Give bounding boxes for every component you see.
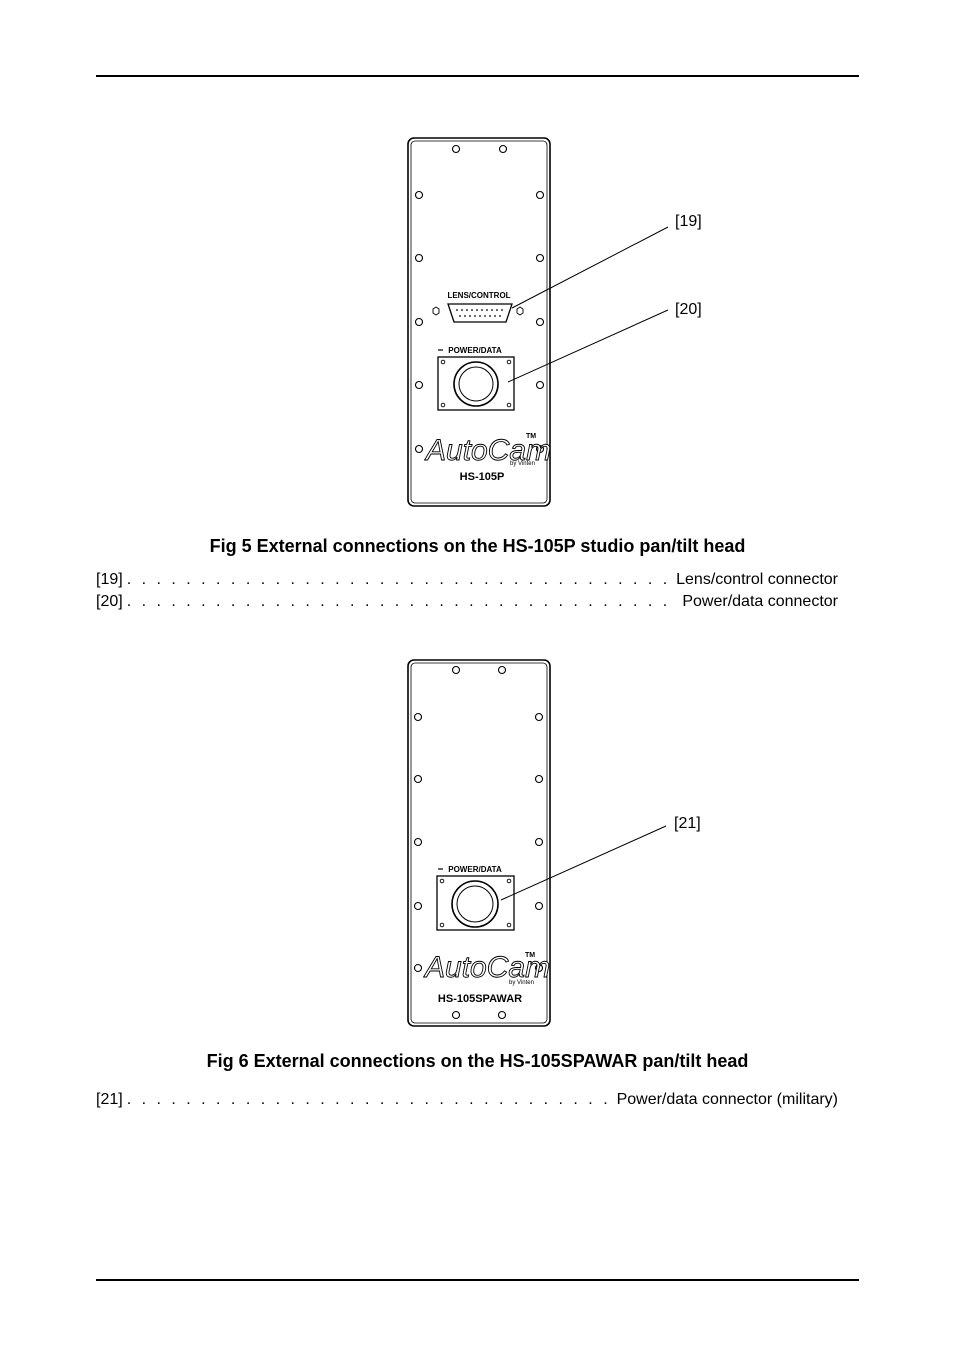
by-vinten-label: by Vinten [509, 980, 534, 986]
figure-5-diagram: LENS/CONTROL POWER/DATA AutoCam TM by Vi… [407, 137, 702, 507]
panel-outline [407, 659, 551, 1027]
callout-20: [20] [675, 301, 702, 318]
callout-line-20 [507, 309, 669, 383]
leader-dots: . . . . . . . . . . . . . . . . . . . . … [126, 593, 679, 610]
legend-description: Power/data connector [682, 593, 838, 610]
legend-ref: [19] [96, 571, 123, 588]
power-connector-plate [436, 875, 515, 931]
power-data-label: POWER/DATA [448, 346, 502, 355]
legend-ref: [21] [96, 1091, 123, 1108]
screw-holes [413, 665, 544, 1020]
trademark-mark: TM [525, 952, 535, 959]
by-vinten-label: by Vinten [510, 461, 535, 467]
screw-holes [414, 144, 545, 454]
power-connector-plate [437, 356, 515, 411]
figure-6-diagram: POWER/DATA AutoCam TM by Vinten HS-105SP… [407, 659, 701, 1027]
model-label: HS-105SPAWAR [438, 993, 522, 1005]
panel-outline [407, 137, 551, 507]
power-connector-ring [453, 361, 499, 407]
power-connector-ring [451, 880, 499, 928]
db25-connector [447, 303, 513, 323]
legend-item: [20] . . . . . . . . . . . . . . . . . .… [96, 593, 838, 611]
leader-dots: . . . . . . . . . . . . . . . . . . . . … [126, 1091, 613, 1108]
figure-5-caption: Fig 5 External connections on the HS-105… [209, 536, 746, 556]
power-data-label: POWER/DATA [448, 865, 502, 874]
autocam-logo: AutoCam [424, 434, 551, 467]
legend-item: [19] . . . . . . . . . . . . . . . . . .… [96, 571, 838, 589]
model-label: HS-105P [460, 471, 505, 483]
footer-rule [96, 1279, 859, 1281]
callout-line-21 [500, 825, 667, 901]
leader-dots: . . . . . . . . . . . . . . . . . . . . … [126, 571, 672, 588]
figure-6-caption: Fig 6 External connections on the HS-105… [206, 1051, 749, 1071]
trademark-mark: TM [526, 433, 536, 440]
callout-19: [19] [675, 213, 702, 230]
callout-line-19 [511, 226, 669, 309]
lens-control-label: LENS/CONTROL [447, 291, 510, 300]
legend-ref: [20] [96, 593, 123, 610]
legend-description: Lens/control connector [676, 571, 838, 588]
legend-item: [21] . . . . . . . . . . . . . . . . . .… [96, 1091, 838, 1109]
legend-description: Power/data connector (military) [616, 1091, 838, 1108]
header-rule [96, 75, 859, 77]
callout-21: [21] [674, 815, 701, 832]
autocam-logo: AutoCam [423, 951, 550, 984]
